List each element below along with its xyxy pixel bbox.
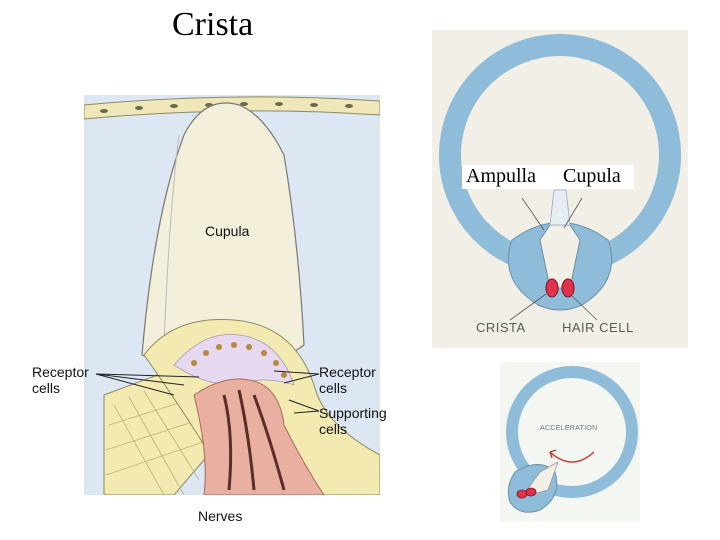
supporting-cells-label-line2: cells xyxy=(319,421,348,437)
acc-hair-cell-left xyxy=(516,489,528,499)
receptor-cells-left-label-line2: cells xyxy=(32,380,61,396)
hair-cell-label: HAIR CELL xyxy=(562,320,634,335)
cupula-right-label: Cupula xyxy=(563,165,621,187)
nerves-label: Nerves xyxy=(198,508,243,524)
receptor-cells-left-label-line1: Receptor xyxy=(32,364,89,380)
rotation-arrow xyxy=(549,451,595,463)
acceleration-label: ACCELERATION xyxy=(540,425,598,432)
membrane-nuclei xyxy=(100,102,353,113)
crista-anatomy-illustration xyxy=(84,95,380,495)
receptor-cells-right-label-line2: cells xyxy=(319,380,348,396)
receptor-cell-dots xyxy=(191,342,287,378)
crista-label: CRISTA xyxy=(476,320,526,335)
ampulla-diagram xyxy=(432,30,688,348)
ampulla-label-backdrop xyxy=(462,165,634,189)
cupula-column xyxy=(549,189,571,226)
cupula-label: Cupula xyxy=(205,223,250,239)
acceleration-canal xyxy=(506,366,638,498)
hair-cell-right xyxy=(561,278,575,298)
slide-title: Crista xyxy=(172,6,254,43)
nerve-fibers xyxy=(222,389,286,491)
leader-lines xyxy=(95,370,320,414)
ampulla-label: Ampulla xyxy=(466,165,536,187)
acceleration-diagram xyxy=(500,362,640,522)
hair-cell-left xyxy=(545,278,559,298)
acc-hair-cell-right xyxy=(525,487,537,497)
receptor-cells-right-label-line1: Receptor xyxy=(319,364,376,380)
supporting-cells-label-line1: Supporting xyxy=(319,405,387,421)
